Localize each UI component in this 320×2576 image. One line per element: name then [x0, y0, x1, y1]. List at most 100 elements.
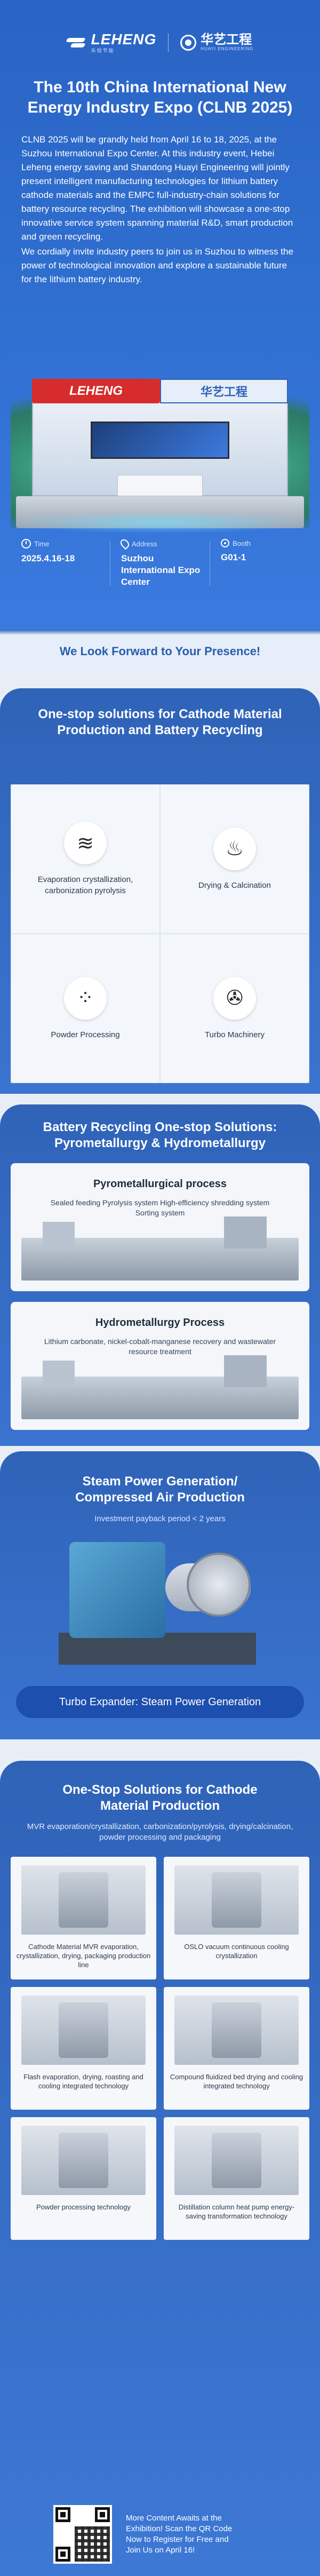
equipment-image	[21, 2126, 146, 2195]
turbine-disc	[187, 1553, 251, 1617]
logo-row: LEHENG 乐恒节能 华艺工程 HUAYI ENGINEERING	[0, 0, 320, 54]
equipment-card: OSLO vacuum continuous cooling crystalli…	[164, 1857, 309, 1979]
equipment-caption: Cathode Material MVR evaporation, crysta…	[16, 1943, 151, 1969]
hero-paragraph-2: We cordially invite industry peers to jo…	[21, 247, 293, 284]
qr-finder	[95, 2507, 110, 2522]
equipment-image	[21, 1995, 146, 2065]
qr-finder	[55, 2507, 70, 2522]
turbo-expander-image	[59, 1531, 256, 1665]
equipment-card: Distillation column heat pump energy-sav…	[164, 2117, 309, 2240]
equipment-card: Compound fluidized bed drying and coolin…	[164, 1987, 309, 2110]
capability-label: Evaporation crystallization, carbonizati…	[37, 875, 133, 895]
info-address: Address Suzhou International Expo Center	[110, 537, 210, 588]
huayi-logo-cn: 华艺工程	[201, 33, 252, 47]
register-qr-row: More Content Awaits at the Exhibition! S…	[11, 2502, 309, 2566]
qr-modules	[75, 2526, 110, 2562]
section-cathode-production: One-Stop Solutions for Cathode Material …	[0, 1761, 320, 2576]
capability-label: Powder Processing	[51, 1030, 120, 1039]
section4-subline: MVR evaporation/crystallization, carboni…	[27, 1822, 293, 1842]
booth-value: G01-1	[221, 552, 246, 562]
leheng-logo-sub: 乐恒节能	[91, 48, 115, 53]
equipment-image	[174, 1865, 299, 1935]
section-one-stop-recycling: One-stop solutions for Cathode Material …	[0, 688, 320, 1094]
hydro-equipment-image	[21, 1355, 299, 1419]
flame-icon: ♨	[213, 827, 256, 870]
address-value: Suzhou International Expo Center	[121, 553, 201, 587]
booth-desk	[117, 475, 203, 496]
equipment-grid: Cathode Material MVR evaporation, crysta…	[11, 1857, 309, 2240]
hydro-title: Hydrometallurgy Process	[95, 1317, 225, 1329]
capability-turbo: ✇ Turbo Machinery	[160, 934, 309, 1083]
info-time: Time 2025.4.16-18	[11, 539, 110, 588]
capability-powder: ⁘ Powder Processing	[11, 934, 160, 1083]
section-pyro-hydro: Battery Recycling One-stop Solutions: Py…	[0, 1104, 320, 1446]
address-label: Address	[132, 539, 157, 548]
event-info-bar: Time 2025.4.16-18 Address Suzhou Interna…	[11, 537, 309, 588]
pyro-card: Pyrometallurgical process Sealed feeding…	[11, 1163, 309, 1291]
logo-divider	[168, 33, 169, 52]
section3-panel: Steam Power Generation/ Compressed Air P…	[0, 1451, 320, 1739]
section4-panel: One-Stop Solutions for Cathode Material …	[0, 1761, 320, 2576]
equipment-card: Powder processing technology	[11, 2117, 156, 2240]
time-value: 2025.4.16-18	[21, 553, 75, 563]
turbine-icon: ✇	[213, 976, 256, 1020]
location-pin-icon	[118, 537, 131, 550]
equipment-caption: Compound fluidized bed drying and coolin…	[170, 2073, 303, 2090]
section3-title: Steam Power Generation/ Compressed Air P…	[75, 1474, 245, 1505]
hero-section: LEHENG 乐恒节能 华艺工程 HUAYI ENGINEERING The 1…	[0, 0, 320, 673]
leheng-logo-text: LEHENG	[91, 31, 157, 47]
capability-grid: ≋ Evaporation crystallization, carboniza…	[11, 784, 309, 1083]
qr-finder	[55, 2547, 70, 2562]
equipment-caption: Distillation column heat pump energy-sav…	[178, 2203, 295, 2220]
section4-title: One-Stop Solutions for Cathode Material …	[62, 1783, 258, 1813]
equipment-caption: Flash evaporation, drying, roasting and …	[23, 2073, 143, 2090]
qr-caption: More Content Awaits at the Exhibition! S…	[126, 2514, 233, 2555]
huayi-mark-icon	[180, 34, 197, 51]
capability-label: Drying & Calcination	[198, 880, 271, 890]
equipment-image	[174, 1995, 299, 2065]
forward-banner: We Look Forward to Your Presence!	[0, 630, 320, 673]
turbine-body	[69, 1542, 165, 1638]
booth-glow	[11, 512, 309, 534]
equipment-caption: OSLO vacuum continuous cooling crystalli…	[184, 1943, 289, 1960]
hero-body: CLNB 2025 will be grandly held from Apri…	[0, 118, 320, 287]
leheng-mark-icon	[67, 36, 88, 50]
capability-evaporation: ≋ Evaporation crystallization, carboniza…	[11, 784, 160, 934]
time-label: Time	[34, 539, 50, 548]
booth-screen	[91, 422, 229, 459]
leheng-logo: LEHENG 乐恒节能	[67, 31, 157, 54]
equipment-card: Cathode Material MVR evaporation, crysta…	[11, 1857, 156, 1979]
booth-label: Booth	[233, 539, 251, 547]
equipment-card: Flash evaporation, drying, roasting and …	[11, 1987, 156, 2110]
pyro-title: Pyrometallurgical process	[93, 1178, 227, 1190]
section1-title: One-stop solutions for Cathode Material …	[38, 707, 282, 737]
hydro-card: Hydrometallurgy Process Lithium carbonat…	[11, 1302, 309, 1430]
booth-icon	[221, 539, 229, 547]
turbine-base	[59, 1633, 256, 1665]
hero-title: The 10th China International New Energy …	[27, 78, 293, 116]
powder-icon: ⁘	[64, 976, 107, 1020]
huayi-logo-en: HUAYI ENGINEERING	[201, 46, 254, 51]
wave-icon: ≋	[64, 822, 107, 864]
pyro-equipment-image	[21, 1217, 299, 1281]
hero-paragraph-1: CLNB 2025 will be grandly held from Apri…	[21, 134, 293, 242]
booth-rendering-image: LEHENG 华艺工程	[11, 373, 309, 534]
booth-blue-sign: 华艺工程	[160, 379, 288, 403]
capability-drying: ♨ Drying & Calcination	[160, 784, 309, 934]
equipment-caption: Powder processing technology	[36, 2203, 131, 2211]
info-booth: Booth G01-1	[210, 539, 309, 588]
equipment-image	[174, 2126, 299, 2195]
turbo-expander-pill: Turbo Expander: Steam Power Generation	[16, 1686, 304, 1718]
register-qr-code[interactable]	[53, 2505, 112, 2564]
section3-subline: Investment payback period < 2 years	[94, 1514, 226, 1523]
huayi-logo: 华艺工程 HUAYI ENGINEERING	[180, 34, 253, 51]
booth-red-sign: LEHENG	[32, 379, 160, 403]
hydro-subtitle: Lithium carbonate, nickel-cobalt-mangane…	[44, 1337, 276, 1356]
section2-title: Battery Recycling One-stop Solutions: Py…	[43, 1120, 277, 1150]
pyro-subtitle: Sealed feeding Pyrolysis system High-eff…	[50, 1198, 270, 1217]
equipment-image	[21, 1865, 146, 1935]
capability-label: Turbo Machinery	[205, 1030, 265, 1039]
clock-icon	[21, 539, 31, 548]
section-steam-power: Steam Power Generation/ Compressed Air P…	[0, 1451, 320, 1739]
